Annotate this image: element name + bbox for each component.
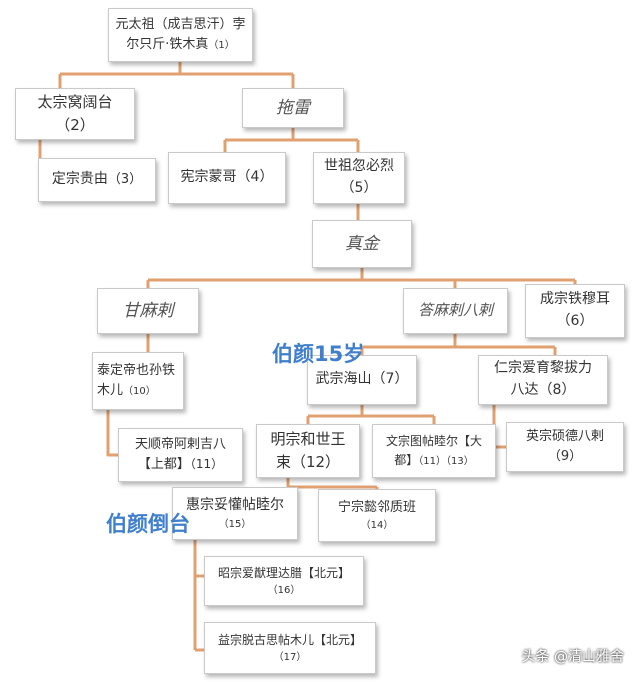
node-tolui: 拖雷: [242, 88, 344, 128]
node-togus-temur: 益宗脱古思帖木儿【北元】 （17）: [204, 622, 376, 674]
connector-toghon-northern: [193, 540, 204, 652]
node-ayurbarwada: 仁宗爱育黎拔力 八达（8）: [478, 355, 608, 405]
node-ragibagh: 天顺帝阿剌吉八 【上都】（11）: [118, 428, 243, 482]
node-kusala: 明宗和世王 束（12）: [256, 424, 360, 478]
node-ogedei: 太宗窝阔台 （2）: [15, 88, 135, 140]
node-kublai: 世祖忽必烈 （5）: [313, 152, 405, 204]
connector-genghis-sons: [58, 62, 295, 88]
node-khaishan: 武宗海山（7）: [307, 355, 417, 405]
annotation-bayan-15: 伯颜15岁: [272, 342, 365, 366]
connector-khaishan-sons: [306, 405, 436, 424]
node-shidebala: 英宗硕德八剌 （9）: [506, 422, 624, 472]
node-zhenjin: 真金: [312, 220, 412, 268]
node-ayushiridara: 昭宗爱猷理达腊【北元】 （16）: [204, 556, 364, 606]
node-rinchinbal: 宁宗懿邻质班 （14）: [318, 489, 436, 542]
node-yesun-temur: 泰定帝也孙铁 木儿（10）: [92, 352, 184, 410]
connector-tolui-sons: [223, 128, 360, 152]
watermark: 头条 @清山雅舍: [521, 649, 624, 665]
connector-zhenjin-sons: [146, 268, 577, 288]
connector-kusala-sons: [286, 478, 379, 489]
node-mongke: 宪宗蒙哥（4）: [168, 152, 286, 204]
connector-darmabala-sons: [360, 334, 557, 355]
node-tugh-temur: 文宗图帖睦尔【大 都】（11）（13）: [372, 424, 496, 478]
node-darmabala: 答麻剌八剌: [403, 288, 508, 334]
node-genghis-khan: 元太祖（成吉思汗）孛 尔只斤·铁木真（1）: [108, 8, 253, 62]
node-temur: 成宗铁穆耳 （6）: [525, 284, 625, 338]
node-gammala: 甘麻剌: [97, 288, 199, 334]
node-guyuk: 定宗贵由（3）: [38, 158, 156, 202]
annotation-bayan-fall: 伯颜倒台: [106, 512, 190, 536]
node-toghon-temur: 惠宗妥懽帖睦尔 （15）: [172, 487, 298, 540]
